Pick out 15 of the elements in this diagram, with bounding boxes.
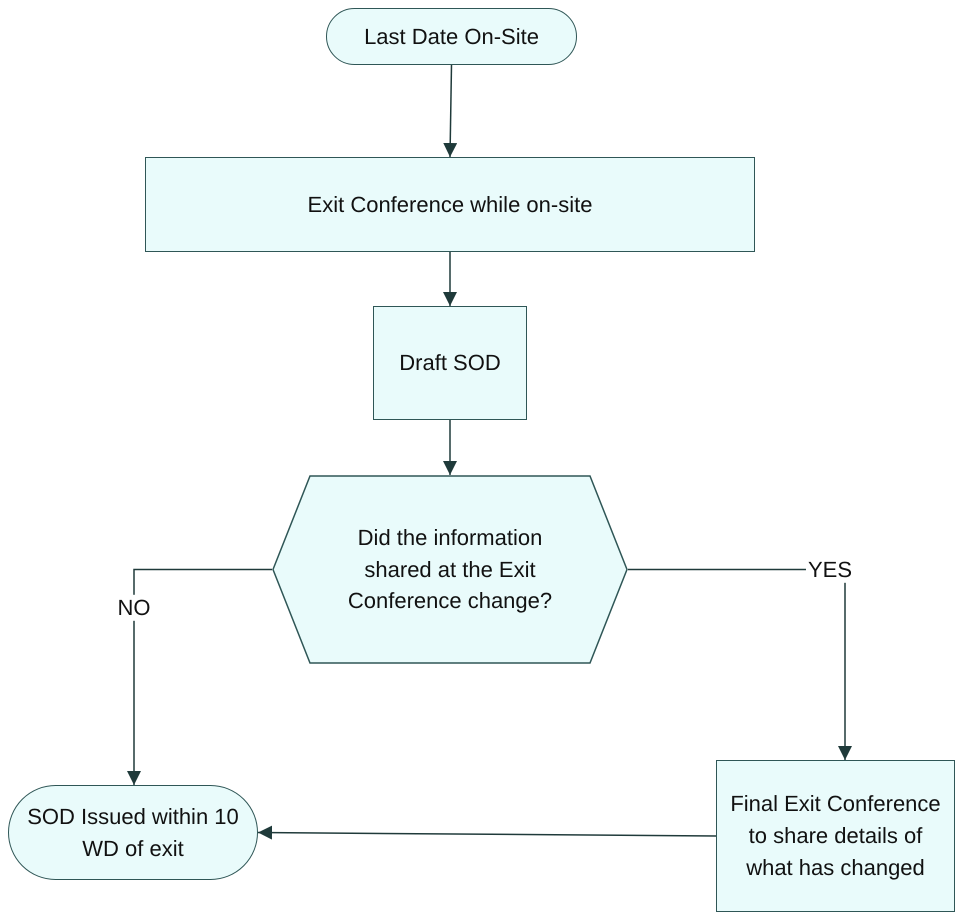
arrow (443, 252, 457, 306)
node-text: SOD Issued within 10 WD of exit (26, 802, 240, 862)
process-box (373, 306, 527, 420)
process-box (716, 760, 955, 912)
arrow (443, 420, 457, 475)
decision-hexagon (272, 475, 628, 664)
node-text: Last Date On-Site (364, 22, 539, 51)
node-text: Final Exit Conference to share details of what has changed (729, 790, 942, 882)
arrow (127, 568, 272, 785)
node-text: Draft SOD (399, 349, 501, 378)
arrow (443, 64, 458, 158)
process-box (145, 157, 755, 252)
node-text: Did the information shared at the Exit Conference change? (346, 524, 554, 616)
arrow (258, 826, 716, 840)
node-text: Exit Conference while on-site (308, 190, 592, 219)
